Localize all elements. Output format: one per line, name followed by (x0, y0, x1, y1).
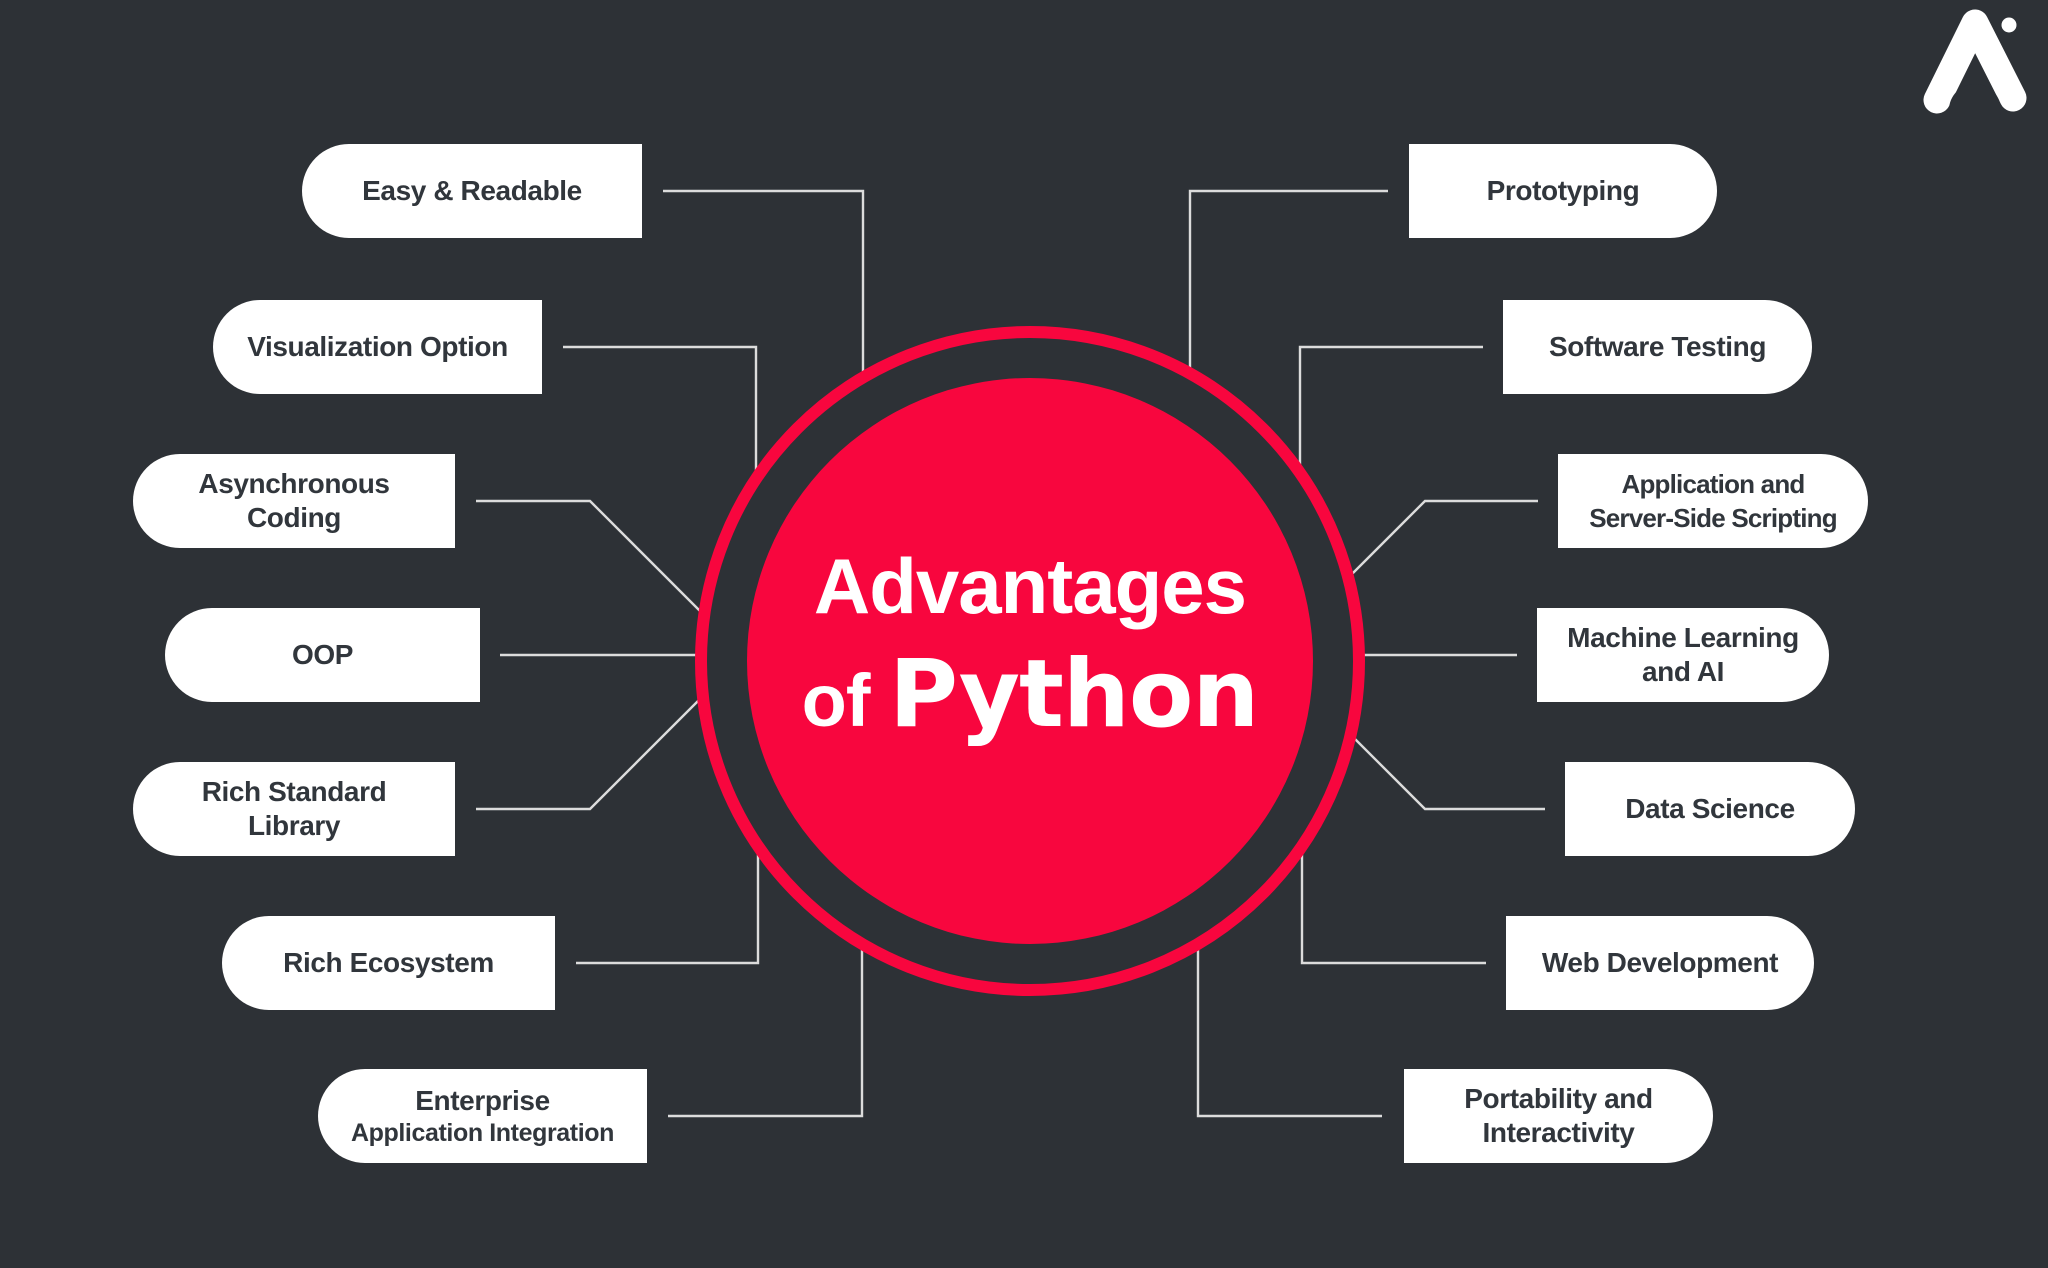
pill-label: Application and (1621, 469, 1805, 499)
connector-rich-ecosystem (576, 800, 760, 965)
advantage-pill-rich-ecosystem: Rich Ecosystem (222, 916, 555, 1010)
pill-label: Easy & Readable (362, 175, 582, 206)
pill-label: Machine Learning (1567, 622, 1799, 653)
advantage-pill-web-development: Web Development (1506, 916, 1814, 1010)
pill-label: Server-Side Scripting (1589, 503, 1837, 533)
center-circle (695, 326, 1365, 996)
pill-label: Rich Standard (201, 776, 387, 807)
advantage-pill-software-testing: Software Testing (1503, 300, 1812, 394)
pill-label: Software Testing (1548, 331, 1767, 362)
center-title-of: of (801, 659, 871, 742)
pill-label: Data Science (1625, 793, 1795, 824)
center-title: Advantages of Python (730, 536, 1330, 760)
pill-label: Portability and (1464, 1083, 1653, 1114)
pill-label: Web Development (1541, 947, 1779, 978)
pill-label: Library (247, 810, 341, 841)
advantage-pill-visualization-option: Visualization Option (213, 300, 542, 394)
connector-web-development (1300, 810, 1486, 965)
pill-label: Interactivity (1482, 1117, 1635, 1148)
brand-logo-icon (1923, 9, 2027, 124)
connector-application-server-side-scripting (1329, 499, 1538, 597)
connector-rich-standard-library (476, 678, 721, 811)
advantage-pill-easy-readable: Easy & Readable (302, 144, 642, 238)
connector-data-science (1329, 713, 1545, 811)
pill-label: and AI (1641, 656, 1725, 687)
center-title-python: Python (889, 640, 1259, 749)
inner-disc (747, 378, 1313, 944)
center-title-line1: Advantages (813, 542, 1247, 630)
pill-label: Prototyping (1486, 175, 1640, 206)
pill-label: Enterprise (415, 1084, 550, 1116)
center-title-line2: of Python (730, 636, 1330, 760)
advantage-pill-oop: OOP (165, 608, 480, 702)
pill-label: OOP (291, 639, 354, 670)
pill-label: Visualization Option (247, 331, 508, 362)
advantage-pill-prototyping: Prototyping (1409, 144, 1717, 238)
pill-label: Application Integration (350, 1118, 615, 1147)
connector-asynchronous-coding (476, 499, 721, 632)
pill-label: Coding (246, 502, 341, 533)
pill-label: Asynchronous (198, 468, 390, 499)
pill-label: Rich Ecosystem (283, 947, 494, 978)
advantage-pill-data-science: Data Science (1565, 762, 1855, 856)
